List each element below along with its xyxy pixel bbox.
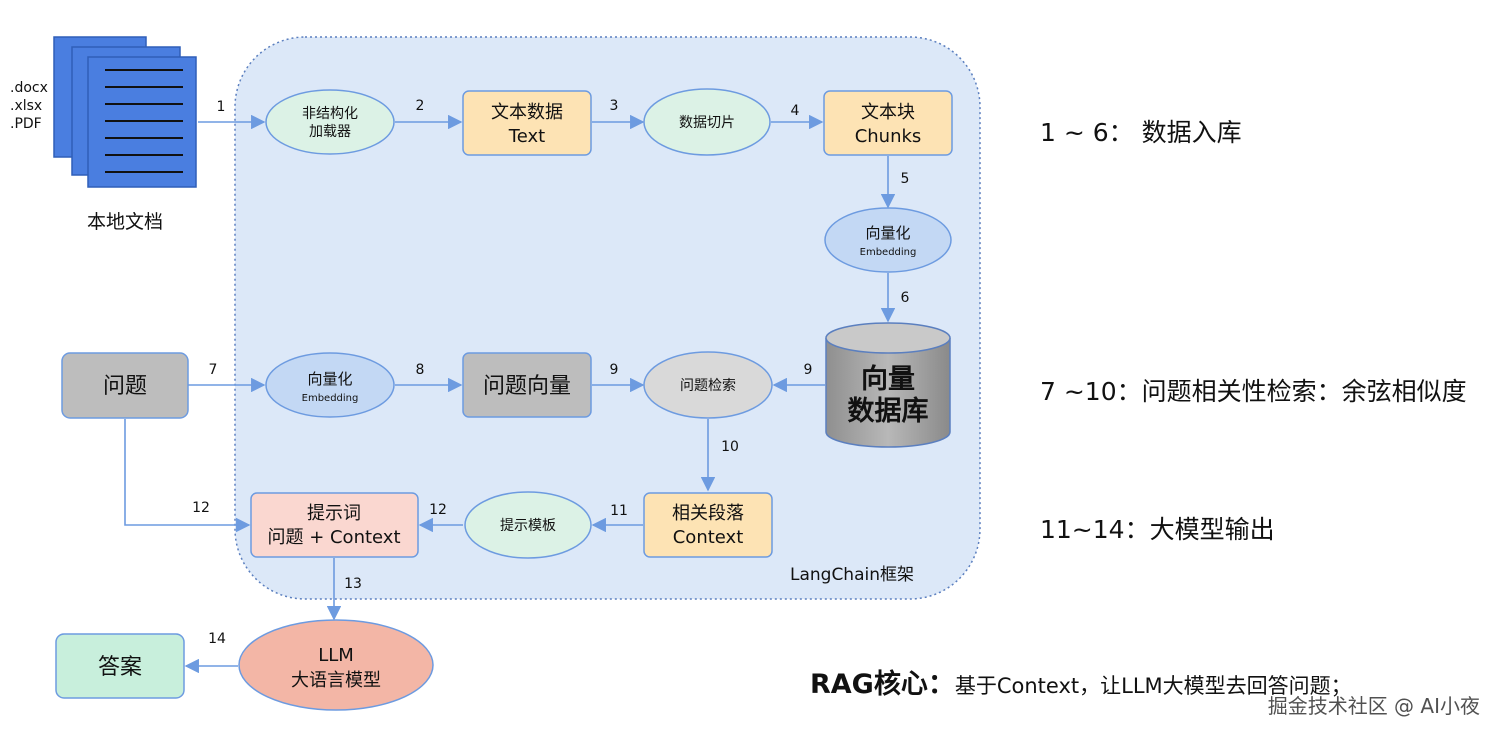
qvec-label: 问题向量 xyxy=(483,374,571,399)
node-embedding-2: 向量化 Embedding xyxy=(265,352,395,418)
edge-label-9b: 9 xyxy=(804,362,813,378)
edge-label-6: 6 xyxy=(901,290,910,306)
langchain-frame xyxy=(234,36,981,600)
vectordb-line1: 向量 xyxy=(861,363,915,395)
edge-label-2: 2 xyxy=(416,98,425,114)
edge-label-10: 10 xyxy=(721,439,739,455)
node-question: 问题 xyxy=(61,352,189,419)
vector-database-icon: 向量 数据库 xyxy=(825,322,951,448)
rag-core-title: RAG核心： xyxy=(810,669,955,700)
node-prompt: 提示词 问题 + Context xyxy=(250,492,419,558)
file-ext-pdf: .PDF xyxy=(10,116,42,132)
text-data-line1: 文本数据 xyxy=(491,102,563,123)
embed1-line1: 向量化 xyxy=(865,224,910,242)
vectordb-line2: 数据库 xyxy=(848,396,929,427)
chunks-line1: 文本块 xyxy=(861,102,915,123)
edge-label-4: 4 xyxy=(791,103,800,119)
file-ext-xlsx: .xlsx xyxy=(10,98,42,114)
edge-label-8: 8 xyxy=(416,362,425,378)
passage-line1: 相关段落 xyxy=(672,503,744,524)
retrieve-label: 问题检索 xyxy=(680,377,736,394)
frame-label: LangChain框架 xyxy=(790,565,914,585)
local-docs-label: 本地文档 xyxy=(87,211,163,233)
passage-line2: Context xyxy=(673,527,744,548)
edge-label-13: 13 xyxy=(344,576,362,592)
answer-label: 答案 xyxy=(98,655,142,680)
edge-label-9a: 9 xyxy=(610,362,619,378)
loader-line1: 非结构化 xyxy=(302,106,358,122)
edge-label-14: 14 xyxy=(208,631,226,647)
prompt-line2: 问题 + Context xyxy=(267,527,400,548)
documents-icon xyxy=(53,36,197,188)
node-retrieve: 问题检索 xyxy=(643,351,773,419)
edge-label-5: 5 xyxy=(901,171,910,187)
node-llm: LLM 大语言模型 xyxy=(238,619,434,711)
stage-note-ingest: 1 ~ 6： 数据入库 xyxy=(1040,118,1242,147)
question-label: 问题 xyxy=(103,374,147,399)
prompt-line1: 提示词 xyxy=(307,503,361,524)
edge-label-11: 11 xyxy=(610,503,628,519)
loader-line2: 加载器 xyxy=(309,124,351,140)
file-ext-docx: .docx xyxy=(10,80,48,96)
node-passage: 相关段落 Context xyxy=(643,492,773,558)
embed2-line2: Embedding xyxy=(302,393,359,404)
node-loader: 非结构化 加载器 xyxy=(265,89,395,155)
stage-note-retrieval: 7 ~10：问题相关性检索：余弦相似度 xyxy=(1040,377,1467,406)
llm-line1: LLM xyxy=(318,645,354,666)
node-question-vector: 问题向量 xyxy=(462,352,592,418)
edge-label-12a: 12 xyxy=(192,500,210,516)
text-data-line2: Text xyxy=(508,126,545,147)
edge-label-12b: 12 xyxy=(429,502,447,518)
edge-label-1: 1 xyxy=(217,99,226,115)
node-split: 数据切片 xyxy=(643,88,771,156)
node-template: 提示模板 xyxy=(464,491,592,559)
rag-core-text: 基于Context，让LLM大模型去回答问题； xyxy=(954,674,1352,698)
watermark: 掘金技术社区 @ AI小夜 xyxy=(1267,694,1480,718)
edge-label-3: 3 xyxy=(610,98,619,114)
split-label: 数据切片 xyxy=(679,115,735,131)
node-chunks: 文本块 Chunks xyxy=(823,90,953,156)
embed1-line2: Embedding xyxy=(860,247,917,258)
stage-note-output: 11~14：大模型输出 xyxy=(1040,515,1275,544)
node-answer: 答案 xyxy=(55,633,185,699)
node-embedding-1: 向量化 Embedding xyxy=(824,207,952,273)
edge-label-7: 7 xyxy=(209,362,218,378)
chunks-line2: Chunks xyxy=(855,126,922,147)
edge-12a xyxy=(124,419,251,533)
node-text-data: 文本数据 Text xyxy=(462,90,592,156)
embed2-line1: 向量化 xyxy=(307,370,352,388)
rag-core-statement: RAG核心：基于Context，让LLM大模型去回答问题； xyxy=(810,662,1352,701)
template-label: 提示模板 xyxy=(500,518,556,534)
llm-line2: 大语言模型 xyxy=(291,670,381,691)
